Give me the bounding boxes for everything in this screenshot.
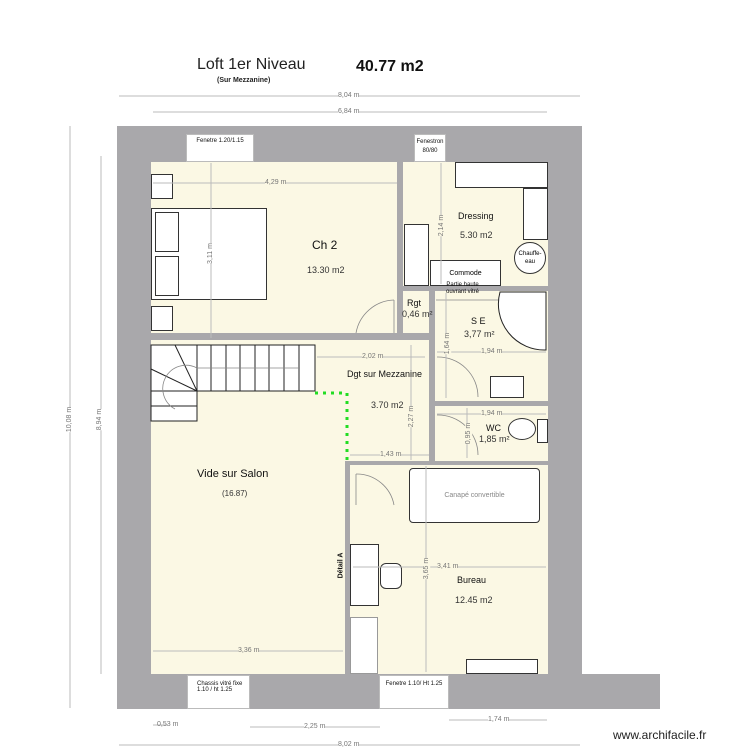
wall-se-bottom [435,401,548,406]
dressing-shelf-right [523,188,548,240]
window-bottom-right: Fenetre 1.10/ Ht 1.25 [379,675,449,709]
toilet [508,418,536,440]
cabinet-bureau [350,617,378,674]
sofa: Canapé convertible [409,468,540,523]
dim-bottom-left: 0,53 m [157,721,179,728]
wardrobe-ch2 [404,224,429,286]
wall-rgt-right [429,286,435,464]
dim-ch2-width: 4,29 m [265,179,287,186]
desk [350,544,379,606]
room-area-wc: 1,85 m² [479,434,510,444]
room-name-dgt: Dgt sur Mezzanine [347,369,423,379]
room-area-bureau: 12.45 m2 [455,595,493,605]
wall-bureau-left [345,461,350,674]
watermark[interactable]: www.archifacile.fr [613,728,707,742]
room-name-wc: WC [486,423,501,433]
window-size: 1.10 / ht 1.25 [197,687,233,693]
window-label: Fenetre 1.20/1.15 [196,138,244,144]
plan-title: Loft 1er Niveau [197,56,306,73]
desk-chair [380,563,402,589]
wall-ch2-right [397,162,403,340]
room-area-dressing: 5.30 m2 [460,230,493,240]
dim-left-inner: 8,94 m [96,408,104,431]
dim-bureau-width: 3,41 m [437,563,459,570]
wall-extension-bottom-right [548,674,660,709]
dim-bureau-height: 3,65 m [423,557,431,580]
room-name-se: S E [471,316,486,326]
commode: Commode [430,260,501,286]
wall-bureau-top [345,461,548,465]
water-heater-label: Chauffe- [518,251,542,257]
toilet-tank [537,419,548,443]
pillow-bottom [155,256,179,296]
room-area-salon: (16.87) [222,489,248,498]
dim-dgt-bottom: 1,43 m [380,451,402,458]
dim-bottom-outer: 8,02 m [338,741,360,748]
dim-top-inner: 6,84 m [338,108,360,115]
room-name-ch2: Ch 2 [312,238,338,252]
wall-dressing-bottom [403,286,548,291]
room-area-se: 3,77 m² [464,329,495,339]
dressing-shelf-top [455,162,548,188]
window-bottom-left: Chassis vitré fixe 1.10 / ht 1.25 [187,675,250,709]
room-name-salon: Vide sur Salon [197,468,269,480]
wall-ch2-bottom [151,333,429,340]
dim-salon-width: 3,36 m [238,647,260,654]
nightstand-top [151,174,173,199]
total-area: 40.77 m2 [356,58,424,75]
dim-ch2-height: 3,11 m [206,243,214,264]
dim-left-outer: 10,08 m [66,406,74,433]
nightstand-bottom [151,306,173,331]
plan-subtitle: (Sur Mezzanine) [217,77,271,84]
commode-label: Commode [449,269,482,277]
partie-haute-line1: Partie haute [446,282,479,288]
dim-se-height: 1,64 m [444,332,452,355]
bookshelf [466,659,538,674]
dim-bottom-right: 1,74 m [488,716,510,723]
partie-haute-label: Partie haute ouvrant vitré [446,282,479,296]
room-name-dressing: Dressing [458,211,494,221]
room-area-ch2: 13.30 m2 [307,265,345,275]
window-top-right: Fenestron 80/80 [414,134,446,162]
window-label: Chassis vitré fixe [197,681,243,687]
sofa-label: Canapé convertible [444,492,505,499]
partie-haute-line2: ouvrant vitré [446,289,480,295]
room-area-rgt: 0,46 m² [402,309,433,319]
room-name-rgt: Rgt [407,298,422,308]
dim-wc-width: 1,94 m [481,410,503,417]
detail-a-label: Détail A [337,552,345,579]
window-label: Fenetre 1.10/ Ht 1.25 [385,681,443,687]
room-area-dgt: 3.70 m2 [371,400,404,410]
pillow-top [155,212,179,252]
window-label: Fenestron [416,139,444,145]
dim-dgt-height: 2,27 m [408,405,416,428]
sink [490,376,524,398]
dim-se-width: 1,94 m [481,348,503,355]
water-heater-label-2: eau [524,259,535,265]
water-heater: Chauffe- eau [514,242,546,274]
room-name-bureau: Bureau [457,575,487,585]
dim-wc-height: 0,95 m [465,422,473,445]
dim-dgt-width: 2,02 m [362,353,384,360]
dim-bottom-mid: 2,25 m [304,723,326,730]
dim-top-outer: 8,04 m [338,92,360,99]
window-size: 80/80 [422,148,438,154]
dim-dressing-height: 2,14 m [438,214,446,237]
window-top-left: Fenetre 1.20/1.15 [186,134,254,162]
